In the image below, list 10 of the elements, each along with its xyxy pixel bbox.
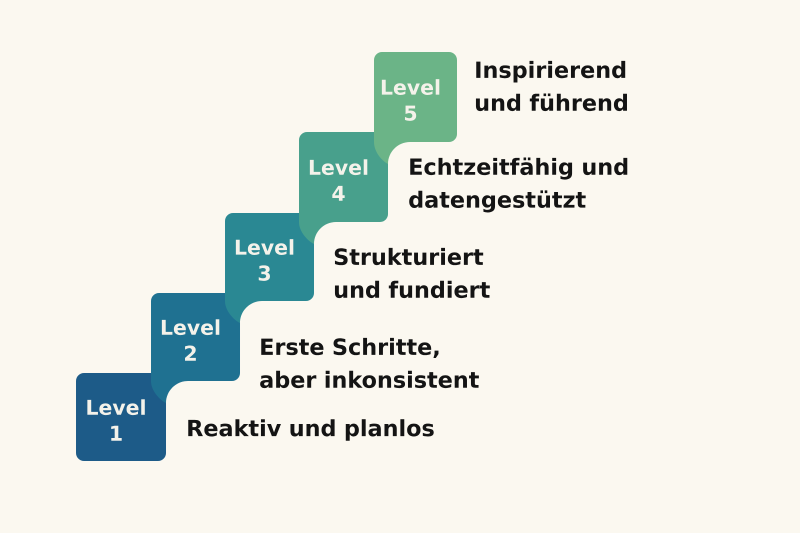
description-text: Echtzeitfähig und datengestützt — [409, 158, 628, 212]
description-text: Reaktiv und planlos — [188, 419, 434, 441]
level-box: Level 4 — [299, 132, 388, 222]
description-text: Strukturiert und fundiert — [334, 248, 490, 298]
level-box: Level 5 — [374, 52, 457, 142]
description-text: Inspirierend und führend — [476, 60, 627, 112]
description-text: Erste Schritte, aber inkonsistent — [260, 338, 479, 388]
level-box: Level 2 — [151, 293, 240, 381]
level-box: Level 1 — [76, 373, 166, 461]
level-box: Level 3 — [225, 213, 314, 301]
